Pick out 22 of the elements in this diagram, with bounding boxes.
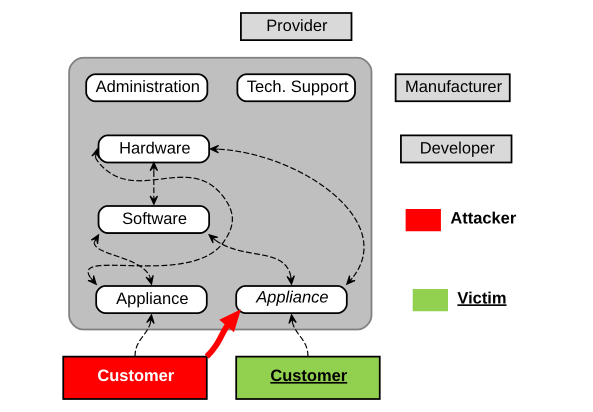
node-box: Developer <box>400 134 512 164</box>
arrow <box>288 314 309 357</box>
legend-label: Attacker <box>450 209 516 228</box>
cluster <box>68 56 372 330</box>
node-box: Provider <box>240 12 352 41</box>
arrow <box>204 309 241 359</box>
node-box: Hardware <box>98 134 210 164</box>
arrow <box>134 314 155 357</box>
node-box: Customer <box>235 356 381 400</box>
arrow <box>150 162 158 205</box>
node-box: Administration <box>85 73 208 102</box>
node-box: Tech. Support <box>236 73 356 102</box>
arrow <box>210 144 364 285</box>
node-box: Customer <box>62 356 208 400</box>
arrow <box>87 148 233 285</box>
node-box: Appliance <box>95 285 208 314</box>
arrow <box>208 234 295 285</box>
node-box: Manufacturer <box>394 73 511 102</box>
node-box: Appliance <box>235 285 348 314</box>
node-box: Software <box>98 205 210 234</box>
legend-label: Victim <box>457 289 507 308</box>
arrow <box>90 234 154 285</box>
